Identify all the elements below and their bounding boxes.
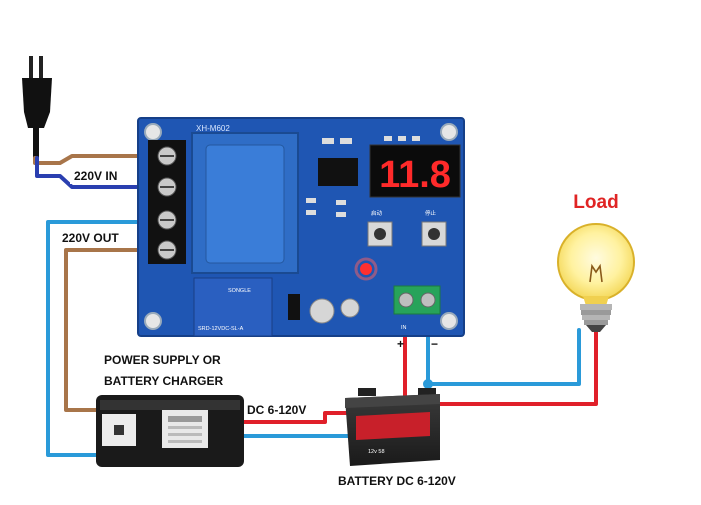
power-supply [96, 395, 244, 467]
mains-out-label: 220V OUT [62, 231, 119, 245]
dc-red-wire [240, 411, 364, 424]
mains-blue-wire [35, 156, 152, 189]
mains-plug [22, 56, 52, 158]
module-model-text: XH-M602 [196, 124, 230, 133]
load-label: Load [573, 192, 618, 213]
ic-chip [318, 158, 358, 186]
load-bulb-icon [557, 223, 635, 332]
display-reading: 11.8 [379, 154, 451, 196]
relay: SONGLE SRD-12VDC-SL-A [193, 277, 273, 337]
capacitor [340, 298, 360, 318]
stop-button[interactable] [421, 221, 447, 247]
mains-brown-wire [33, 154, 152, 165]
battery-caption: BATTERY DC 6-120V [338, 474, 456, 488]
battery: 12v 58 [345, 388, 440, 466]
relay-brand: SONGLE [228, 288, 251, 294]
out-brown-wire [64, 248, 152, 412]
supply-dc-label: DC 6-120V [247, 403, 306, 417]
relay-model: SRD-12VDC-SL-A [198, 326, 244, 332]
start-button[interactable] [367, 221, 393, 247]
indicator-led [360, 263, 372, 275]
minus-mark: − [431, 337, 438, 351]
supply-title-line2: BATTERY CHARGER [104, 374, 223, 388]
battery-brand-text: 12v 58 [368, 449, 385, 455]
junction-dot [423, 379, 433, 389]
plus-mark: + [397, 337, 404, 351]
mains-in-label: 220V IN [74, 169, 117, 183]
terminal-in-label: IN [401, 325, 407, 331]
mains-terminal-block [148, 140, 186, 264]
battery-label-band [356, 412, 430, 440]
load-blue-wire [426, 328, 581, 386]
dc-terminal-block [393, 285, 441, 315]
capacitor [309, 298, 335, 324]
transformer [191, 132, 299, 274]
out-blue-wire [46, 220, 152, 457]
controller-module: XH-M602 [137, 117, 465, 337]
led-display: 11.8 [369, 144, 461, 198]
stop-button-label: 停止 [425, 209, 437, 217]
load-red-wire [403, 328, 598, 406]
supply-title-line1: POWER SUPPLY OR [104, 353, 221, 367]
start-button-label: 启动 [371, 209, 383, 217]
